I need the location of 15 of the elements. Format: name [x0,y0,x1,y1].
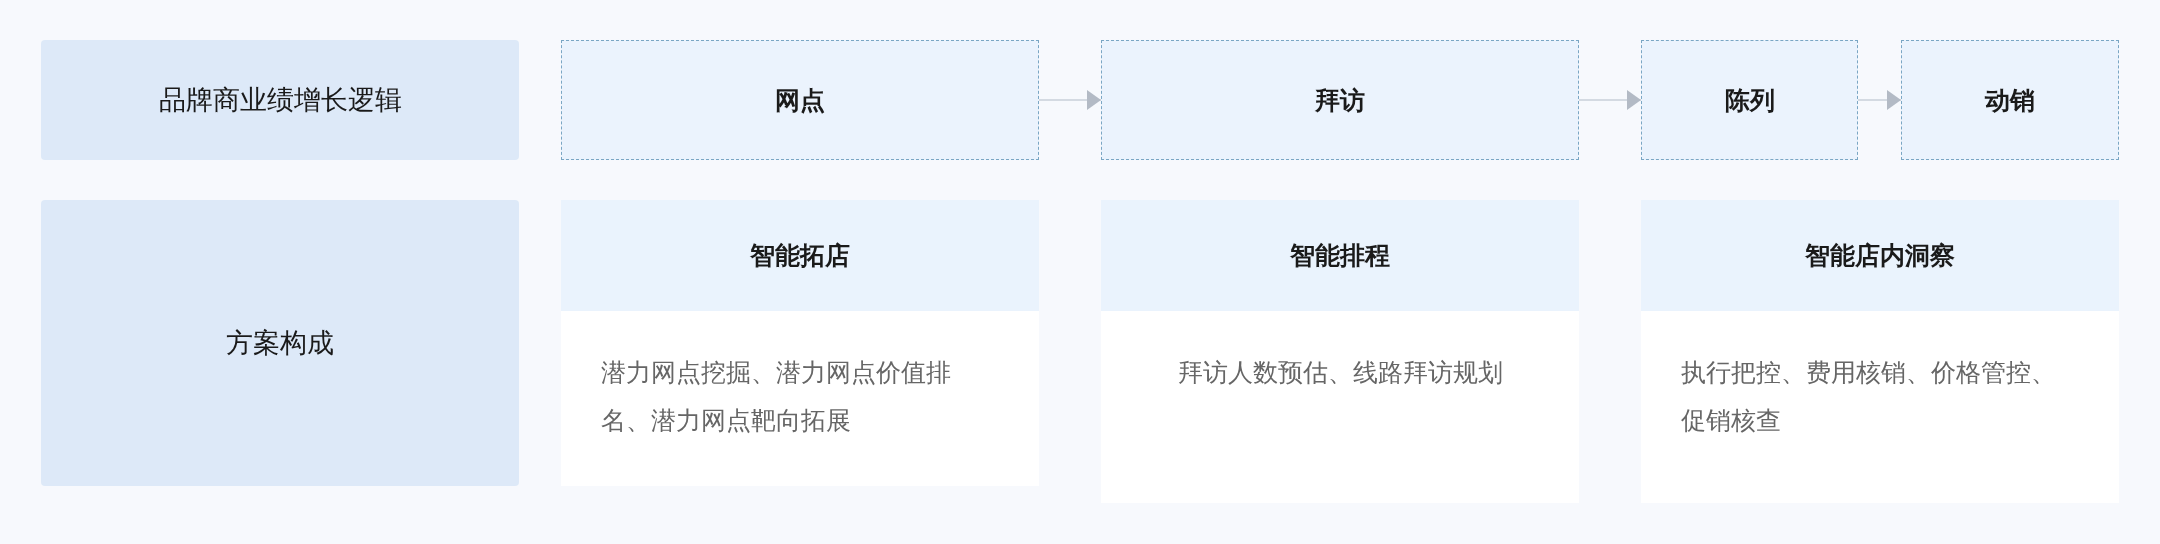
stage-box: 网点 [561,40,1039,160]
stage-box: 拜访 [1101,40,1579,160]
arrow [1857,90,1902,110]
card-header: 智能店内洞察 [1641,200,2119,311]
card-body: 潜力网点挖掘、潜力网点价值排名、潜力网点靶向拓展 [561,311,1039,486]
card-header: 智能拓店 [561,200,1039,311]
arrow [1038,90,1102,110]
card-body: 执行把控、费用核销、价格管控、促销核查 [1641,311,2119,503]
card-body: 拜访人数预估、线路拜访规划 [1101,311,1579,503]
card-header: 智能排程 [1101,200,1579,311]
stage-box: 陈列 [1641,40,1858,160]
category-box: 方案构成 [41,200,519,486]
stage-box: 动销 [1901,40,2119,160]
category-box: 品牌商业绩增长逻辑 [41,40,519,160]
arrow [1578,90,1642,110]
